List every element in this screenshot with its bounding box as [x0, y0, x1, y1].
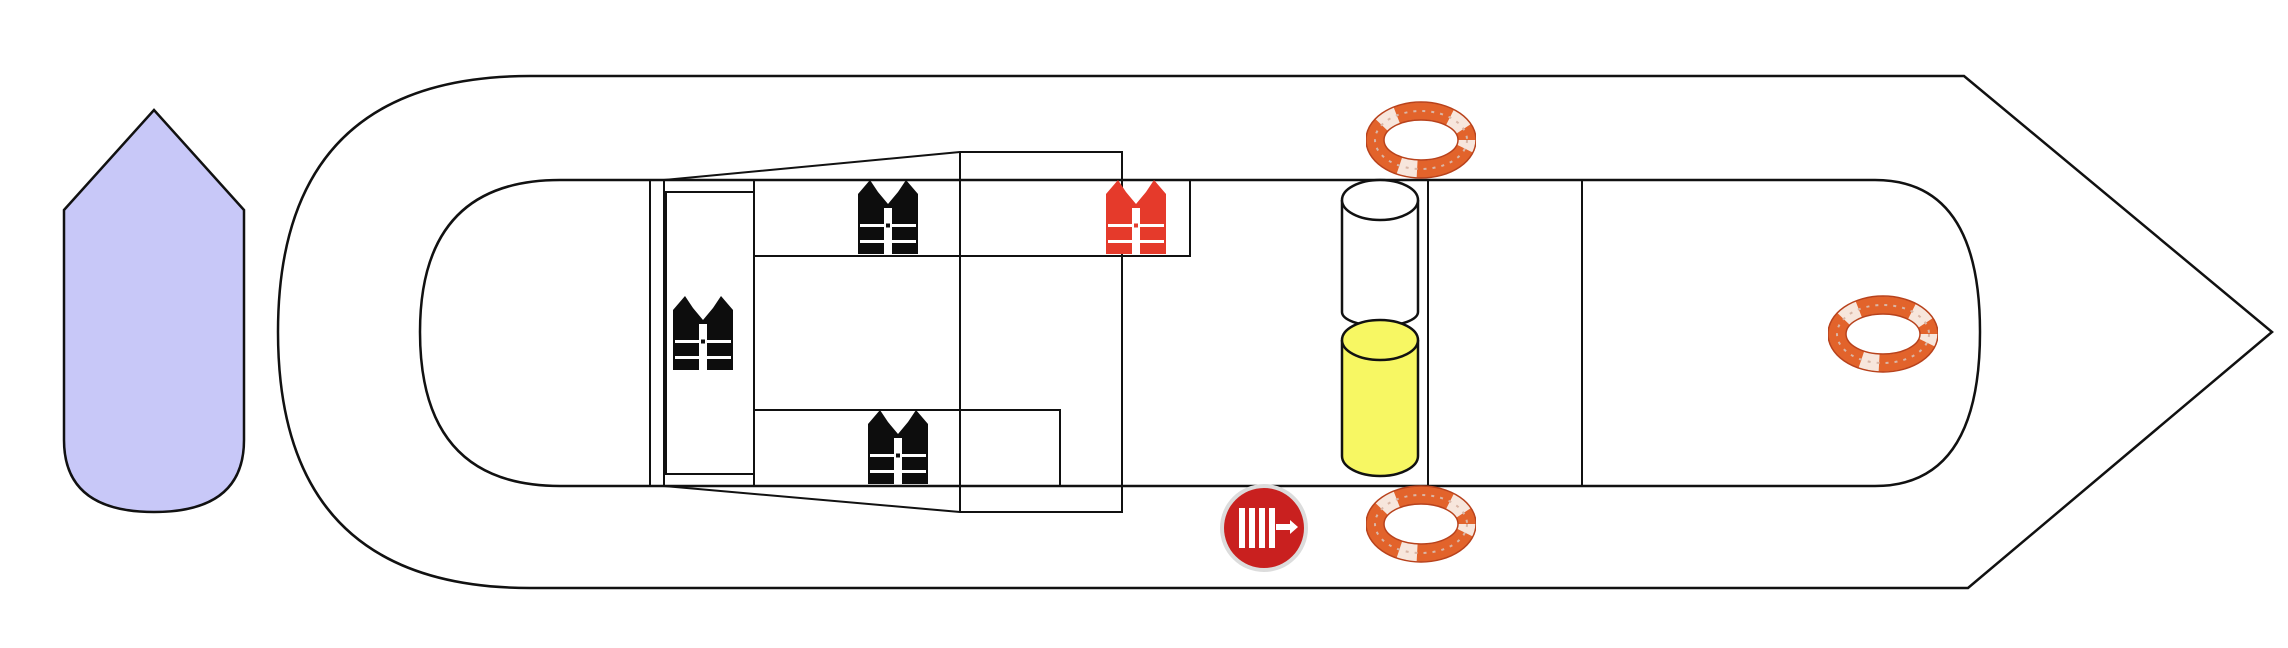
hull-outline [276, 74, 2274, 590]
life-ring-icon [1366, 102, 1476, 178]
inner-deck [418, 178, 1982, 488]
cabin-structure [649, 151, 1191, 513]
gas-cylinder-full-icon [1340, 318, 1420, 478]
fire-hose-reel-icon [1220, 484, 1308, 572]
life-jacket-red-icon [1106, 180, 1166, 254]
gas-cylinder-empty-icon [1340, 178, 1420, 328]
life-jacket-icon [673, 296, 733, 370]
small-boat [62, 108, 246, 514]
life-ring-icon [1366, 486, 1476, 562]
life-ring-icon [1828, 296, 1938, 372]
life-jacket-icon [858, 180, 918, 254]
life-jacket-icon [868, 410, 928, 484]
